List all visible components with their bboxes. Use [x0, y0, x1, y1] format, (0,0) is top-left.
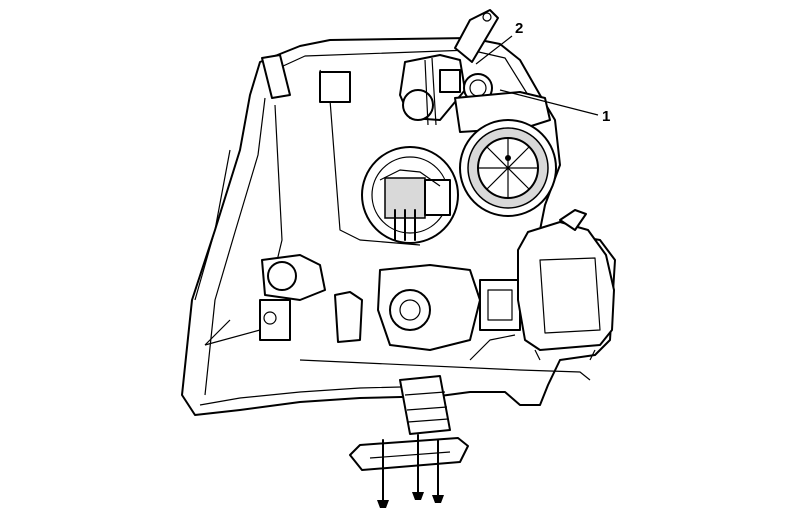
mounting-bracket — [259, 9, 499, 341]
screws — [377, 434, 444, 508]
callout-1: 1 — [499, 89, 610, 125]
round-reflector — [459, 119, 557, 217]
access-cover — [517, 209, 615, 361]
adjuster-motor — [361, 146, 459, 244]
lower-bulb-socket — [377, 264, 521, 351]
callout-label-2: 2 — [515, 20, 523, 37]
housing-tab — [261, 254, 363, 343]
callout-2: 2 — [475, 20, 523, 65]
upper-bulb-socket — [399, 54, 551, 133]
callout-label-1: 1 — [602, 108, 610, 125]
internal-lines — [204, 319, 591, 381]
